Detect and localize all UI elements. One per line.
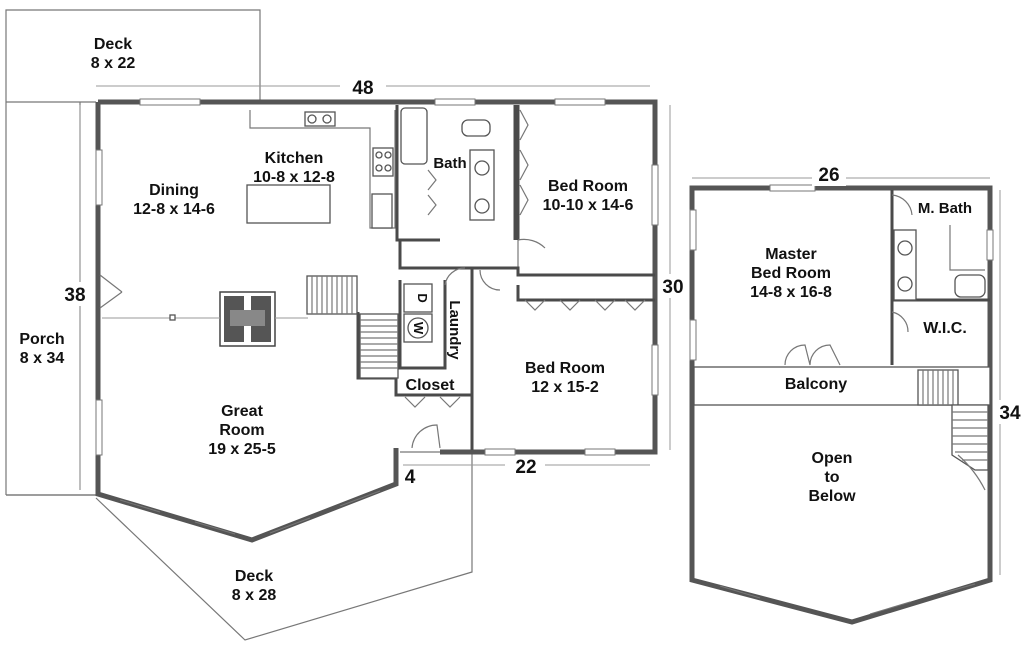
open-below-1: Open	[812, 450, 853, 467]
open-below-2: to	[824, 469, 839, 486]
open-below-3: Below	[808, 488, 856, 505]
bedroom-1-size: 10-10 x 14-6	[543, 197, 634, 214]
deck-bottom-label: Deck	[235, 568, 273, 585]
window	[269, 517, 311, 534]
door-swing	[517, 238, 546, 249]
dining-label: Dining	[149, 182, 199, 199]
door-swing	[411, 424, 441, 449]
window	[139, 98, 201, 106]
deck-top-size: 8 x 22	[91, 55, 136, 72]
dryer-label: D	[415, 293, 430, 302]
washer-label: W	[411, 322, 426, 335]
fridge	[371, 193, 393, 229]
bedroom-1-label: Bed Room	[548, 178, 628, 195]
deck-top-outline	[5, 9, 261, 102]
kitchen-label: Kitchen	[265, 150, 324, 167]
master-bath-label: M. Bath	[918, 200, 972, 217]
dimension-34: 34	[999, 403, 1021, 424]
bedroom-2-size: 12 x 15-2	[531, 379, 599, 396]
window	[339, 490, 381, 507]
deck-bottom-size: 8 x 28	[232, 587, 277, 604]
bathtub	[400, 107, 428, 165]
window	[554, 98, 606, 106]
closet-label: Closet	[406, 377, 456, 394]
main-floor	[5, 9, 671, 641]
labels: Deck 8 x 22 48 Kitchen 10-8 x 12-8 Bath …	[19, 36, 1024, 604]
fireplace	[102, 291, 308, 347]
dimension-38: 38	[64, 285, 85, 306]
great-room-label-1: Great	[221, 403, 263, 420]
door-swing	[99, 274, 123, 309]
upper-floor	[689, 177, 1001, 625]
interior-walls	[356, 240, 655, 450]
porch-label: Porch	[19, 331, 64, 348]
deck-top-label: Deck	[94, 36, 132, 53]
window	[119, 499, 161, 513]
dining-size: 12-8 x 14-6	[133, 201, 215, 218]
master-label-1: Master	[765, 246, 817, 263]
main-exterior-wall	[95, 99, 658, 543]
window	[434, 98, 476, 106]
toilet	[461, 119, 491, 137]
porch-size: 8 x 34	[20, 350, 65, 367]
laundry-label: Laundry	[446, 300, 463, 360]
wic-label: W.I.C.	[923, 320, 967, 337]
great-room-label-2: Room	[219, 422, 264, 439]
master-label-2: Bed Room	[751, 265, 831, 282]
kitchen-counter	[249, 110, 396, 229]
dimension-48: 48	[352, 78, 373, 99]
window	[484, 448, 516, 456]
window	[584, 448, 616, 456]
kitchen-size: 10-8 x 12-8	[253, 169, 335, 186]
window	[95, 399, 103, 456]
window	[194, 521, 236, 535]
window	[95, 149, 103, 206]
bath-walls	[395, 105, 517, 242]
dimension-30: 30	[662, 277, 683, 298]
dimension-4: 4	[405, 467, 416, 488]
dimension-22: 22	[515, 457, 536, 478]
kitchen-island	[246, 184, 331, 224]
balcony-label: Balcony	[785, 376, 847, 393]
upper-exterior-wall	[689, 185, 993, 625]
dryer	[403, 283, 433, 313]
bedroom-2-label: Bed Room	[525, 360, 605, 377]
dimension-26: 26	[818, 165, 839, 186]
bath-label: Bath	[433, 155, 466, 172]
window	[651, 344, 659, 396]
deck-bottom-outline	[6, 451, 473, 641]
stairs	[306, 275, 399, 379]
master-size: 14-8 x 16-8	[750, 284, 832, 301]
window	[651, 164, 659, 226]
great-room-size: 19 x 25-5	[208, 441, 276, 458]
